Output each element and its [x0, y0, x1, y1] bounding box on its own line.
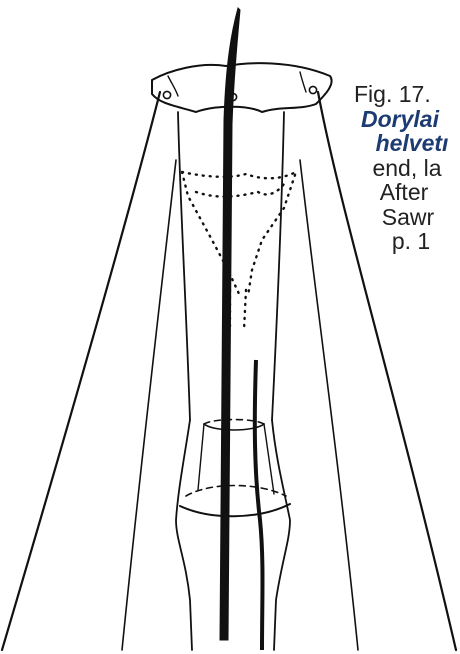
species-name-line2: helvetı [300, 131, 460, 156]
caption-text-line5: Sawr [300, 205, 460, 230]
tube-left-upper [178, 112, 190, 420]
tube-right-upper [272, 112, 284, 420]
papilla-left [163, 91, 170, 98]
lumen-line [255, 360, 263, 650]
caption-text-line4: After [300, 180, 460, 205]
band-left [198, 424, 204, 490]
tube-right-lower [272, 420, 290, 650]
lower-ring-front [180, 504, 290, 516]
species-name-line1: Dorylai [300, 107, 460, 132]
tube-left-lower [176, 420, 192, 650]
lower-ring-back [186, 486, 286, 497]
caption-text-line6: p. 1 [300, 229, 460, 254]
band-right [264, 424, 274, 494]
figure-label: Fig. 17. [300, 82, 460, 107]
inner-line-left [122, 160, 176, 650]
body-outline-left [2, 92, 160, 650]
amphid-dotted-stem-right [244, 290, 246, 330]
figure-caption: Fig. 17. Dorylai helvetı end, la After S… [300, 82, 460, 342]
amphid-dotted-inner [196, 184, 284, 197]
caption-text-line3: end, la [300, 156, 460, 181]
